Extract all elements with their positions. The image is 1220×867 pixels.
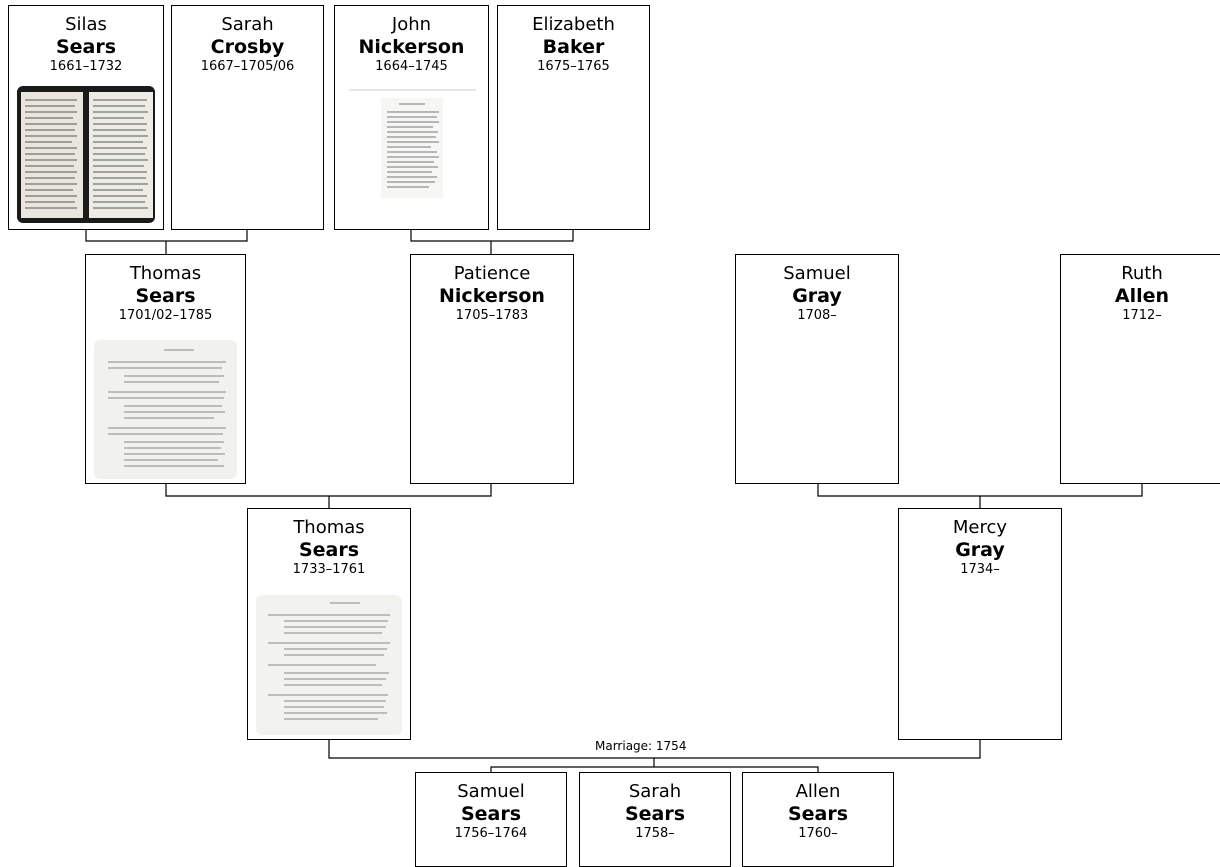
- person-card-silas-sears[interactable]: Silas Sears 1661–1732: [8, 5, 164, 230]
- life-dates: 1675–1765: [537, 59, 610, 74]
- given-name: Allen: [795, 781, 841, 802]
- document-photo[interactable]: [343, 86, 480, 201]
- person-card-elizabeth-baker[interactable]: Elizabeth Baker 1675–1765: [497, 5, 650, 230]
- person-card-patience-nickerson[interactable]: Patience Nickerson 1705–1783: [410, 254, 574, 484]
- given-name: Ruth: [1121, 263, 1163, 284]
- surname: Nickerson: [439, 285, 545, 307]
- document-photo-icon: [343, 86, 480, 201]
- person-card-john-nickerson[interactable]: John Nickerson 1664–1745: [334, 5, 489, 230]
- marriage-label: Marriage: 1754: [593, 739, 689, 753]
- surname: Sears: [624, 803, 686, 825]
- surname: Sears: [460, 803, 522, 825]
- life-dates: 1734–: [960, 562, 1000, 577]
- life-dates: 1701/02–1785: [118, 308, 213, 323]
- given-name: Thomas: [129, 263, 202, 284]
- surname: Gray: [955, 539, 1005, 561]
- document-photo[interactable]: [256, 595, 402, 735]
- given-name: Sarah: [628, 781, 682, 802]
- given-name: Mercy: [952, 517, 1008, 538]
- person-card-samuel-sears[interactable]: Samuel Sears 1756–1764: [415, 772, 567, 867]
- surname: Baker: [542, 36, 605, 58]
- life-dates: 1661–1732: [49, 59, 123, 74]
- given-name: Silas: [65, 14, 107, 35]
- surname: Gray: [792, 285, 842, 307]
- surname: Sears: [135, 285, 196, 307]
- given-name: Samuel: [783, 263, 851, 284]
- document-photo-icon: [256, 595, 402, 735]
- surname: Crosby: [210, 36, 285, 58]
- life-dates: 1733–1761: [292, 562, 366, 577]
- surname: Sears: [55, 36, 117, 58]
- surname: Nickerson: [358, 36, 465, 58]
- person-card-mercy-gray[interactable]: Mercy Gray 1734–: [898, 508, 1062, 740]
- life-dates: 1760–: [798, 826, 838, 841]
- life-dates: 1712–: [1122, 308, 1162, 323]
- person-card-allen-sears[interactable]: Allen Sears 1760–: [742, 772, 894, 867]
- given-name: Elizabeth: [532, 14, 615, 35]
- document-photo-icon: [94, 340, 237, 479]
- person-card-thomas-sears-1733[interactable]: Thomas Sears 1733–1761: [247, 508, 411, 740]
- document-photo[interactable]: [94, 340, 237, 479]
- life-dates: 1756–1764: [454, 826, 528, 841]
- life-dates: 1708–: [797, 308, 837, 323]
- document-photo-icon: [17, 86, 155, 223]
- life-dates: 1667–1705/06: [200, 59, 295, 74]
- given-name: Samuel: [457, 781, 525, 802]
- given-name: Sarah: [221, 14, 274, 35]
- given-name: Thomas: [293, 517, 365, 538]
- life-dates: 1664–1745: [375, 59, 448, 74]
- person-card-sarah-sears[interactable]: Sarah Sears 1758–: [579, 772, 731, 867]
- life-dates: 1705–1783: [455, 308, 529, 323]
- given-name: Patience: [453, 263, 531, 284]
- surname: Allen: [1114, 285, 1170, 307]
- given-name: John: [391, 14, 432, 35]
- surname: Sears: [298, 539, 360, 561]
- life-dates: 1758–: [635, 826, 675, 841]
- document-photo[interactable]: [17, 86, 155, 223]
- person-card-thomas-sears-1701[interactable]: Thomas Sears 1701/02–1785: [85, 254, 246, 484]
- person-card-ruth-allen[interactable]: Ruth Allen 1712–: [1060, 254, 1220, 484]
- person-card-sarah-crosby[interactable]: Sarah Crosby 1667–1705/06: [171, 5, 324, 230]
- person-card-samuel-gray[interactable]: Samuel Gray 1708–: [735, 254, 899, 484]
- surname: Sears: [787, 803, 849, 825]
